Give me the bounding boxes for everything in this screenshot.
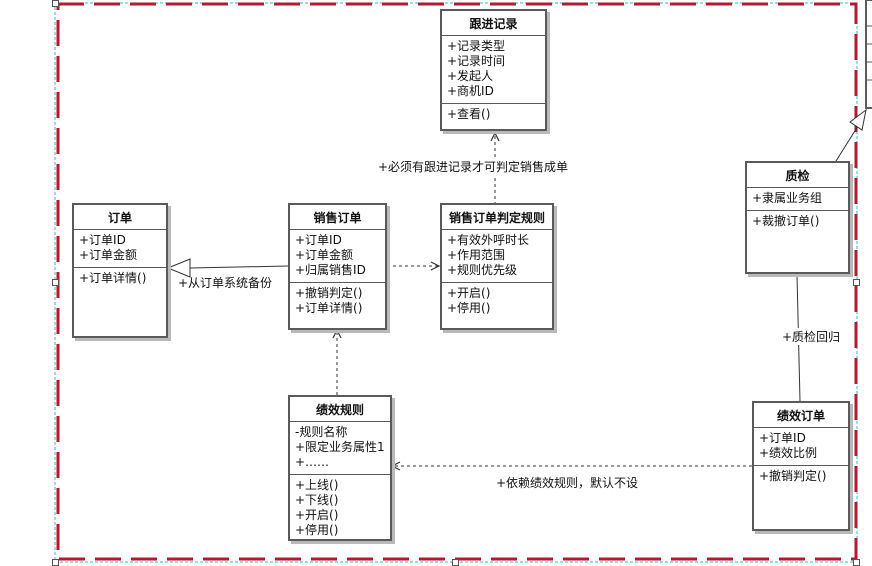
class-attributes: +订单ID +订单金额 +归属销售ID — [290, 230, 385, 283]
generalization-qc-to-parent — [835, 125, 859, 162]
class-title: 跟进记录 — [442, 11, 545, 36]
operation: +撤销判定() — [759, 469, 827, 483]
class-order[interactable]: 订单 +订单ID +订单金额 +订单详情() — [72, 203, 168, 338]
attribute: +规则优先级 — [447, 263, 518, 277]
label-must-follow-record: +必须有跟进记录才可判定销售成单 — [378, 158, 569, 175]
generalization-sales-order-to-order — [189, 265, 289, 269]
class-sales-order-rule[interactable]: 销售订单判定规则 +有效外呼时长 +作用范围 +规则优先级 +开启() +停用(… — [440, 203, 554, 330]
class-operations: +撤销判定() +订单详情() — [290, 283, 385, 319]
class-attributes: -规则名称 +限定业务属性1 +…… — [290, 422, 390, 475]
class-attributes: +有效外呼时长 +作用范围 +规则优先级 — [442, 230, 552, 283]
operation: +下线() — [295, 493, 339, 507]
attribute: +限定业务属性1 — [295, 440, 385, 454]
resize-handle-bottom-right[interactable] — [853, 559, 860, 566]
operation: +停用() — [295, 523, 339, 537]
operation: +裁撤订单() — [752, 214, 820, 228]
label-qc-return: +质检回归 — [782, 328, 841, 345]
attribute: +订单ID — [759, 431, 806, 445]
operation: +查看() — [447, 107, 491, 121]
resize-handle-bottom-left[interactable] — [52, 559, 59, 566]
class-title: 销售订单 — [290, 205, 385, 230]
attribute: +订单金额 — [79, 248, 138, 262]
class-attributes: +隶属业务组 — [747, 188, 848, 211]
class-title: 绩效规则 — [290, 397, 390, 422]
attribute: +订单ID — [295, 233, 342, 247]
class-title: 质检 — [747, 163, 848, 188]
class-operations: +查看() — [442, 104, 545, 125]
label-backup-from-order-system: +从订单系统备份 — [178, 276, 273, 290]
attribute: +有效外呼时长 — [447, 233, 530, 247]
class-operations: +上线() +下线() +开启() +停用() — [290, 475, 390, 541]
partial-class-box — [865, 0, 872, 109]
attribute: +记录时间 — [447, 54, 506, 68]
operation: +开启() — [295, 508, 339, 522]
label-depends-perf-rule: +依赖绩效规则，默认不设 — [496, 476, 639, 490]
class-attributes: +订单ID +订单金额 — [74, 230, 166, 268]
class-operations: +订单详情() — [74, 268, 166, 289]
class-follow-record[interactable]: 跟进记录 +记录类型 +记录时间 +发起人 +商机ID +查看() — [440, 9, 547, 131]
operation: +开启() — [447, 286, 491, 300]
class-performance-rule[interactable]: 绩效规则 -规则名称 +限定业务属性1 +…… +上线() +下线() +开启(… — [288, 395, 392, 541]
class-operations: +裁撤订单() — [747, 211, 848, 232]
attribute: +记录类型 — [447, 39, 506, 53]
class-title: 销售订单判定规则 — [442, 205, 552, 230]
generalization-qc-arrowhead — [849, 108, 867, 131]
attribute: +归属销售ID — [295, 263, 366, 277]
resize-handle-top-left[interactable] — [52, 0, 59, 7]
class-sales-order[interactable]: 销售订单 +订单ID +订单金额 +归属销售ID +撤销判定() +订单详情() — [288, 203, 387, 330]
operation: +订单详情() — [295, 301, 363, 315]
attribute: +…… — [295, 455, 330, 469]
generalization-arrowhead — [166, 258, 191, 278]
attribute: +作用范围 — [447, 248, 506, 262]
attribute: +绩效比例 — [759, 446, 818, 460]
attribute: +隶属业务组 — [752, 191, 823, 205]
class-operations: +撤销判定() — [754, 466, 848, 487]
attribute: +发起人 — [447, 69, 494, 83]
operation: +上线() — [295, 478, 339, 492]
class-quality-check[interactable]: 质检 +隶属业务组 +裁撤订单() — [745, 161, 850, 274]
class-performance-order[interactable]: 绩效订单 +订单ID +绩效比例 +撤销判定() — [752, 401, 850, 531]
class-attributes: +记录类型 +记录时间 +发起人 +商机ID — [442, 36, 545, 104]
resize-handle-left-middle[interactable] — [52, 279, 59, 286]
class-operations: +开启() +停用() — [442, 283, 552, 319]
operation: +撤销判定() — [295, 286, 363, 300]
class-title: 绩效订单 — [754, 403, 848, 428]
operation: +订单详情() — [79, 271, 147, 285]
operation: +停用() — [447, 301, 491, 315]
class-title: 订单 — [74, 205, 166, 230]
class-attributes: +订单ID +绩效比例 — [754, 428, 848, 466]
attribute: -规则名称 — [295, 425, 348, 439]
attribute: +订单金额 — [295, 248, 354, 262]
attribute: +商机ID — [447, 84, 494, 98]
resize-handle-bottom-middle[interactable] — [452, 559, 459, 566]
resize-handle-right-middle[interactable] — [853, 279, 860, 286]
attribute: +订单ID — [79, 233, 126, 247]
